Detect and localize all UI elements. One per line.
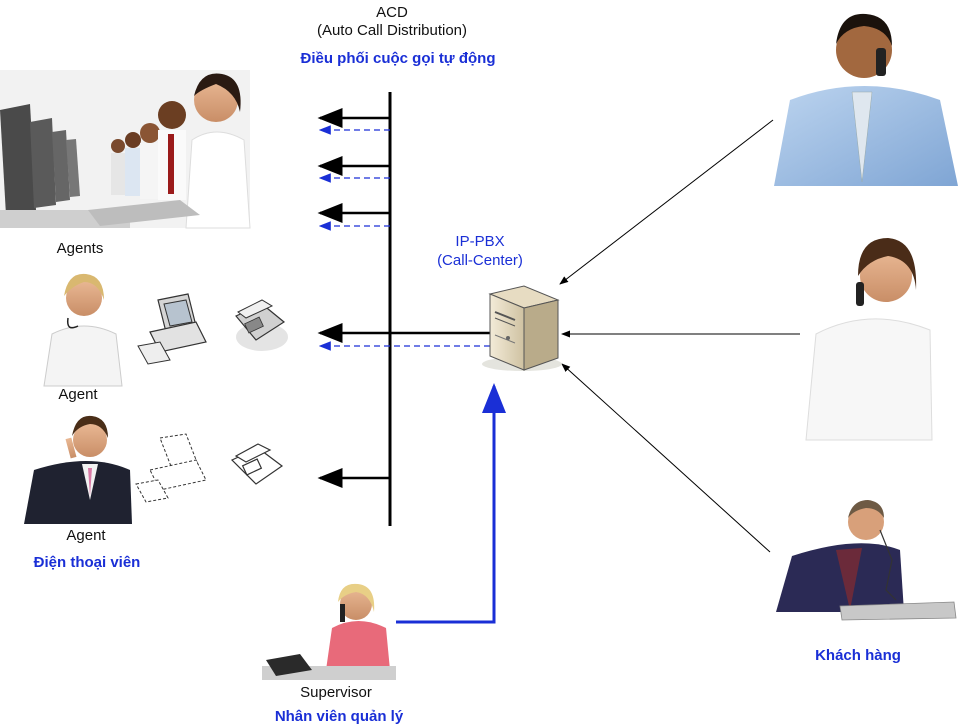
agent1-photo xyxy=(40,272,124,387)
acd-subtitle: (Auto Call Distribution) xyxy=(316,22,468,39)
supervisor-photo xyxy=(262,578,396,682)
acd-arrows-agents-group xyxy=(317,108,390,231)
customer1-photo xyxy=(774,10,960,186)
agent1-label: Agent xyxy=(58,386,98,403)
agent2-label: Agent xyxy=(66,527,106,544)
supervisor-label: Supervisor xyxy=(300,684,372,701)
desktop-pc-icon xyxy=(137,293,207,365)
acd-title: ACD xyxy=(376,4,408,21)
customer3-photo xyxy=(772,496,957,621)
agents-group-label: Agents xyxy=(56,240,104,257)
customer1-to-pbx-arrow xyxy=(559,119,774,285)
desktop-pc-outline-icon xyxy=(135,433,207,503)
customer3-to-pbx-arrow xyxy=(561,363,771,553)
customer2-photo xyxy=(805,236,933,441)
supervisor-to-pbx-arrow xyxy=(396,383,506,624)
acd-vietnamese-caption: Điều phối cuộc gọi tự động xyxy=(300,50,496,67)
pbx-subtitle: (Call-Center) xyxy=(437,252,523,269)
ip-pbx-server-icon xyxy=(482,285,562,371)
customers-vietnamese-caption: Khách hàng xyxy=(815,647,901,664)
supervisor-vietnamese-caption: Nhân viên quản lý xyxy=(274,708,404,725)
desk-phone-icon xyxy=(235,299,288,351)
pbx-title: IP-PBX xyxy=(455,233,505,250)
agents-vietnamese-caption: Điện thoại viên xyxy=(33,554,141,571)
agent2-photo xyxy=(24,412,132,524)
agents-group-photo xyxy=(0,70,251,229)
desk-phone-outline-icon xyxy=(230,443,284,485)
